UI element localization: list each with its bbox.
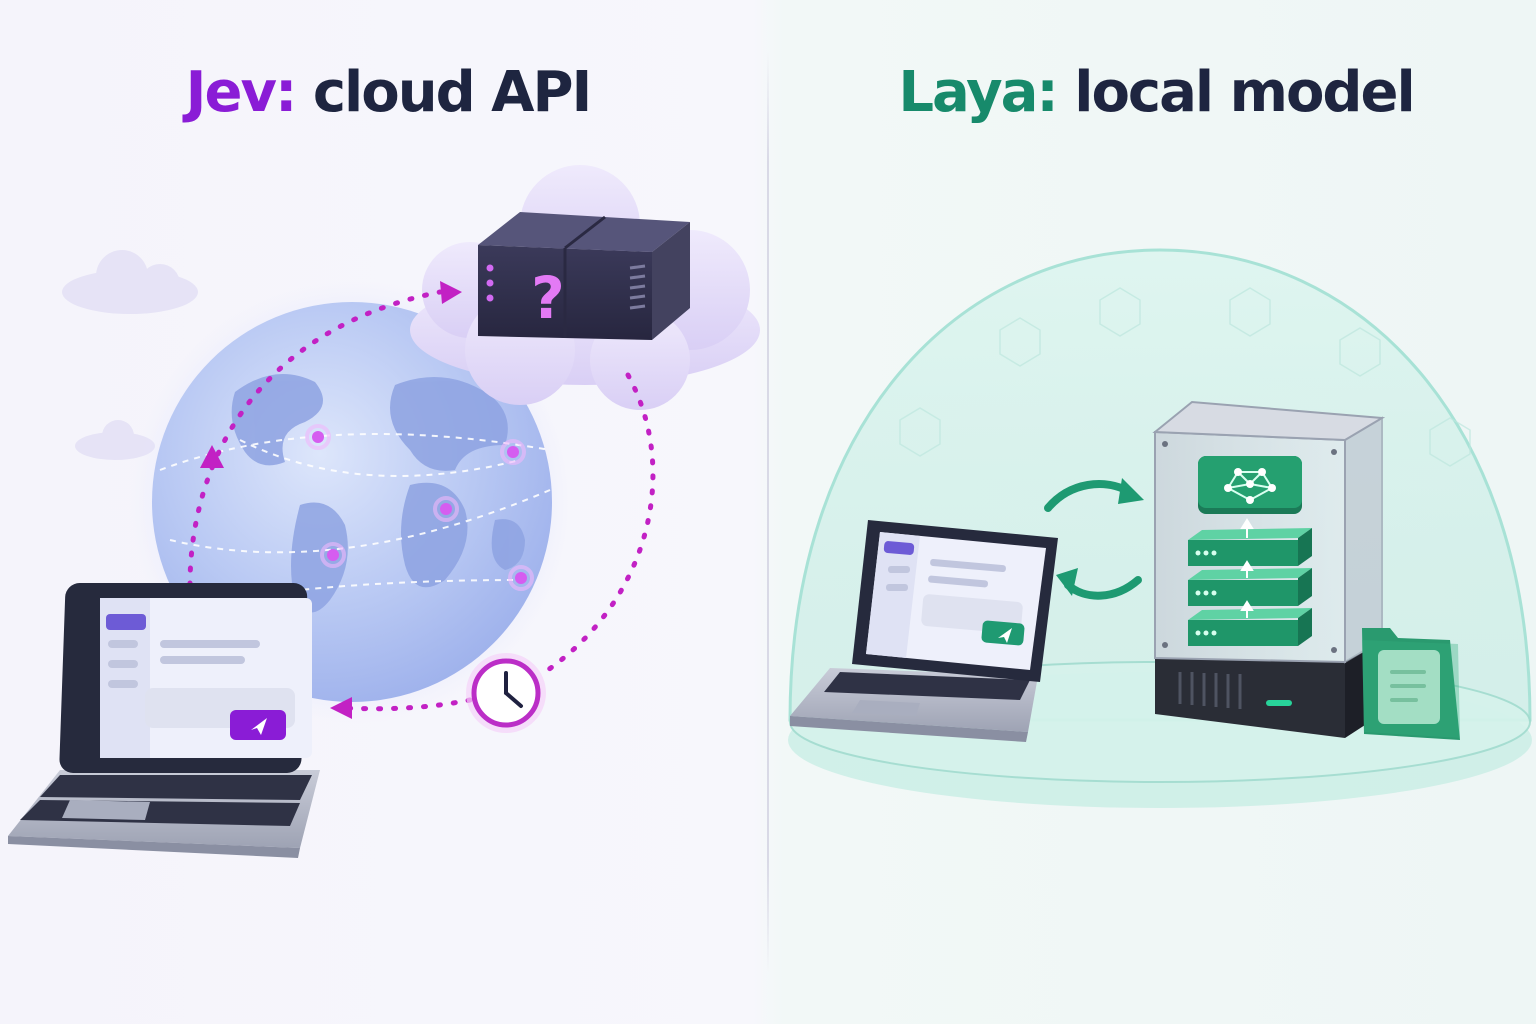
folder-document-icon (1362, 628, 1460, 740)
compute-module (1188, 528, 1312, 566)
right-title: Laya: local model (776, 60, 1536, 125)
left-title-label: cloud API (312, 60, 593, 125)
right-title-label: local model (1074, 60, 1415, 125)
right-title-name: Laya: (898, 60, 1058, 125)
clock-icon (466, 653, 546, 733)
local-server (1152, 400, 1386, 738)
send-arrow-icon (230, 710, 286, 740)
request-path-arrow (187, 289, 656, 712)
send-arrow-icon (981, 620, 1025, 646)
left-laptop (8, 583, 320, 858)
compute-module (1188, 568, 1312, 606)
left-title-name: Jev: (185, 60, 298, 125)
left-title: Jev: cloud API (8, 60, 768, 125)
arrow-heads (200, 281, 462, 719)
panel-divider (767, 52, 769, 972)
background-cloud-icon (62, 250, 198, 460)
compute-module (1188, 608, 1312, 646)
neural-network-icon (1198, 456, 1302, 514)
question-mark-icon: ? (531, 264, 565, 332)
remote-server-icon: ? (478, 212, 690, 340)
right-laptop (790, 520, 1058, 742)
